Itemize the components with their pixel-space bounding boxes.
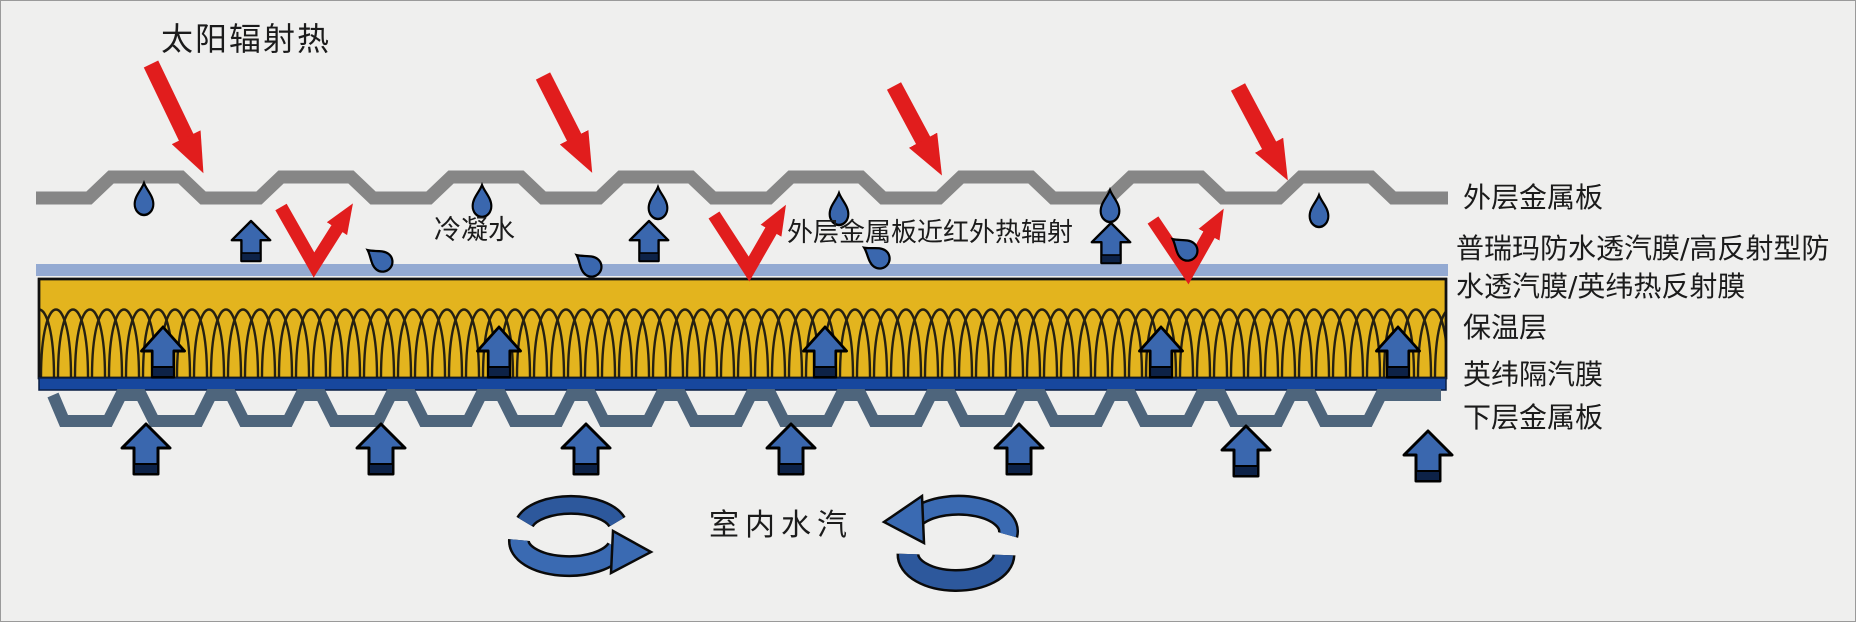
vapor-barrier-membrane (38, 377, 1447, 391)
outer-metal-panel (36, 170, 1448, 205)
swirl-top-band (913, 497, 1017, 538)
swirl-arrowhead (881, 493, 926, 546)
indoor-vapor-arrow (120, 422, 172, 476)
solar-ray-arrow (535, 72, 593, 173)
indoor-vapor-arrow (1220, 424, 1272, 478)
condensation-droplet (133, 181, 155, 217)
indoor-vapor-arrow (355, 422, 407, 476)
reflection-arrow (1147, 208, 1224, 285)
reflection-arrow (275, 203, 353, 278)
swirl-bottom-band (899, 553, 1013, 590)
layer-label-insulation: 保温层 (1463, 311, 1548, 344)
swirl-arrowhead (609, 528, 654, 576)
heat-up-arrow (1090, 221, 1132, 265)
indoor-vapor-swirl-right (881, 493, 1019, 592)
heat-up-arrow (628, 219, 670, 263)
indoor-vapor-arrow (560, 422, 612, 476)
reflection-arrows (275, 203, 1224, 285)
condensation-droplets (133, 181, 1330, 229)
condensation-droplet (471, 183, 493, 219)
solar-ray-arrow (143, 60, 204, 174)
indoor-vapor-label: 室内水汽 (709, 508, 853, 543)
layer-label-membrane-line2: 水透汽膜/英纬热反射膜 (1456, 270, 1746, 304)
swirl-top-band (518, 497, 624, 527)
solar-radiation-title: 太阳辐射热 (161, 20, 332, 58)
layer-label-membrane: 普瑞玛防水透汽膜/高反射型防水透汽膜/英纬热反射膜 (1456, 230, 1854, 306)
indoor-vapor-arrow (765, 422, 817, 476)
indoor-vapor-arrow (993, 422, 1045, 476)
nir-radiation-label: 外层金属板近红外热辐射 (787, 218, 1074, 248)
layer-label-membrane-line1: 普瑞玛防水透汽膜/高反射型防 (1456, 232, 1830, 265)
reflection-arrow (708, 204, 786, 282)
solar-ray-arrow (1230, 83, 1288, 181)
condensation-droplet (647, 185, 669, 221)
condensation-droplet (1308, 193, 1330, 229)
layer-label-vapor-barrier: 英纬隔汽膜 (1463, 358, 1604, 391)
indoor-vapor-swirl-left (507, 494, 654, 578)
heat-up-arrow (230, 219, 272, 263)
indoor-vapor-arrows (120, 422, 1454, 483)
layer-label-lower-panel: 下层金属板 (1463, 401, 1604, 434)
condensation-label: 冷凝水 (434, 215, 515, 246)
solar-ray-arrows (143, 60, 1288, 181)
solar-ray-arrow (886, 82, 942, 176)
swirl-bottom-band (510, 539, 625, 575)
insulation-wool-pattern (37, 277, 1448, 380)
indoor-vapor-arrow (1402, 429, 1454, 483)
lower-metal-panel (47, 389, 1441, 427)
layer-label-outer-panel: 外层金属板 (1463, 181, 1604, 214)
